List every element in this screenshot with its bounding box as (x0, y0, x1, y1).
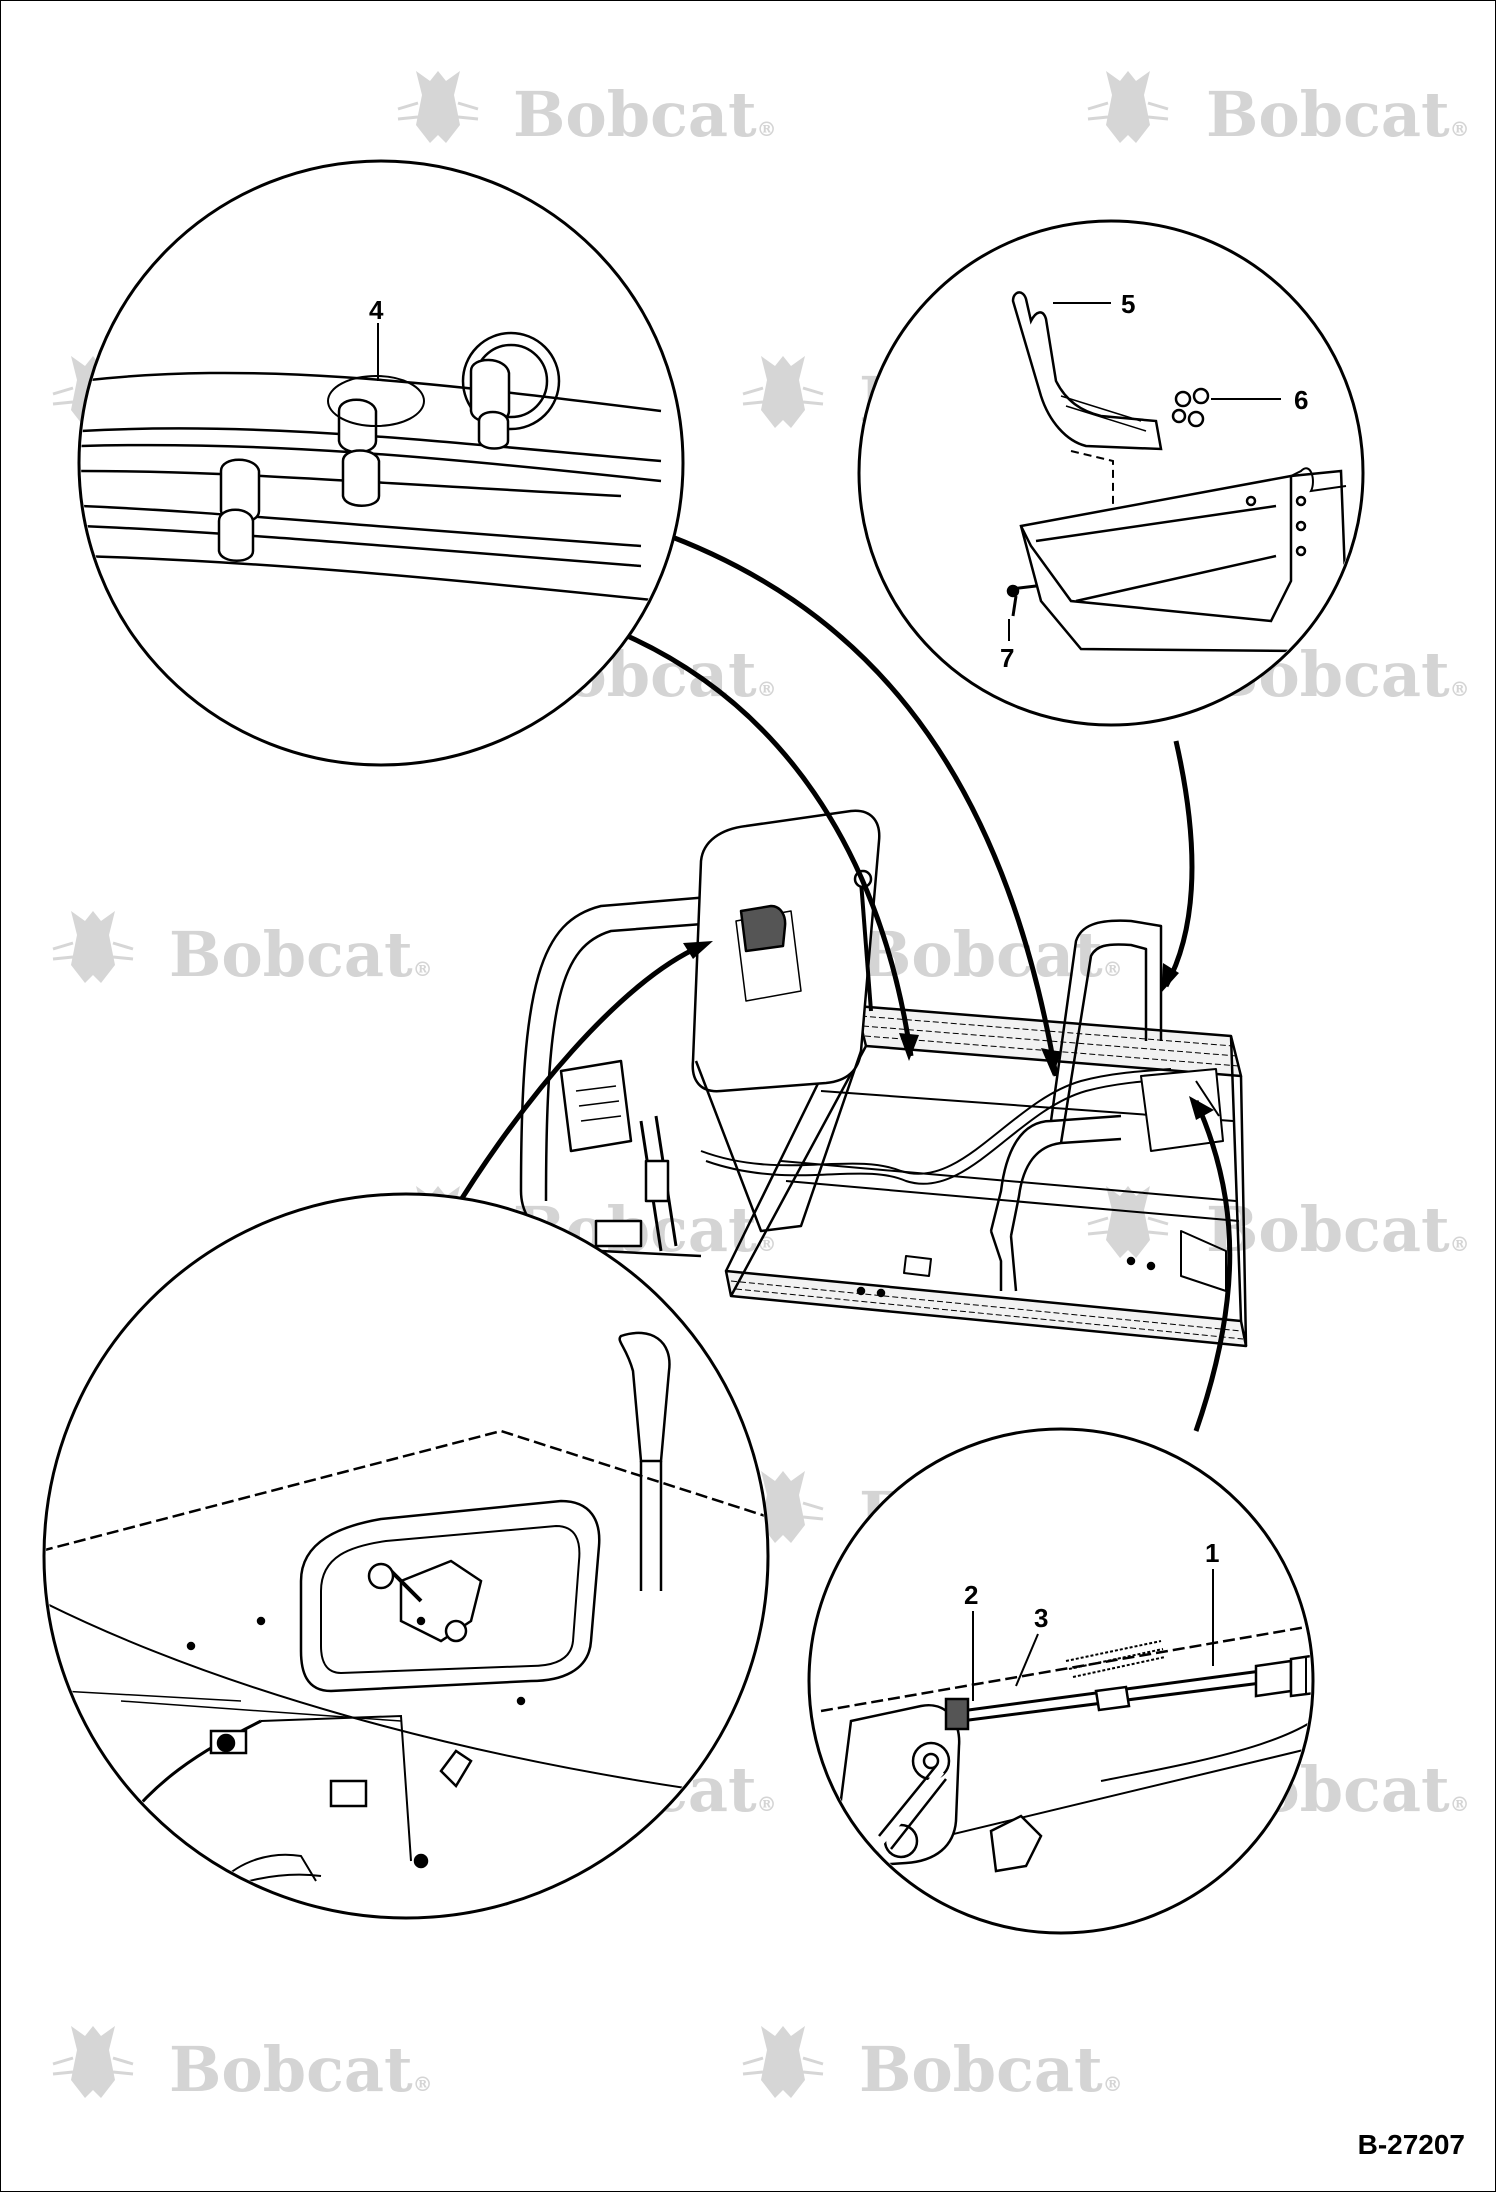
detail-circle-hose-clamps: 4 (77, 159, 685, 767)
detail-circle-lever-console (42, 1192, 770, 1920)
machine-frame-illustration (519, 809, 1248, 1348)
svg-text:5: 5 (1121, 289, 1135, 319)
detail-circle-cable-end: 1 2 3 (807, 1427, 1315, 1935)
svg-text:Bobcat®: Bobcat® (1206, 78, 1470, 151)
svg-text:6: 6 (1294, 385, 1308, 415)
arrow-heads (683, 941, 1214, 1120)
svg-text:Bobcat®: Bobcat® (859, 918, 1123, 991)
svg-text:Bobcat®: Bobcat® (513, 78, 777, 151)
svg-text:3: 3 (1034, 1603, 1048, 1633)
detail-circle-bracket: 5 6 7 (857, 219, 1365, 727)
svg-text:Bobcat®: Bobcat® (169, 918, 433, 991)
connector-arrows (448, 528, 1233, 1432)
figure-id: B-27207 (1357, 2129, 1465, 2160)
svg-text:Bobcat®: Bobcat® (1206, 1193, 1470, 1266)
svg-text:4: 4 (369, 295, 384, 325)
svg-text:1: 1 (1205, 1538, 1219, 1568)
svg-text:Bobcat®: Bobcat® (859, 2033, 1123, 2106)
svg-text:Bobcat®: Bobcat® (169, 2033, 433, 2106)
svg-text:2: 2 (964, 1580, 978, 1610)
svg-text:7: 7 (1000, 643, 1014, 673)
